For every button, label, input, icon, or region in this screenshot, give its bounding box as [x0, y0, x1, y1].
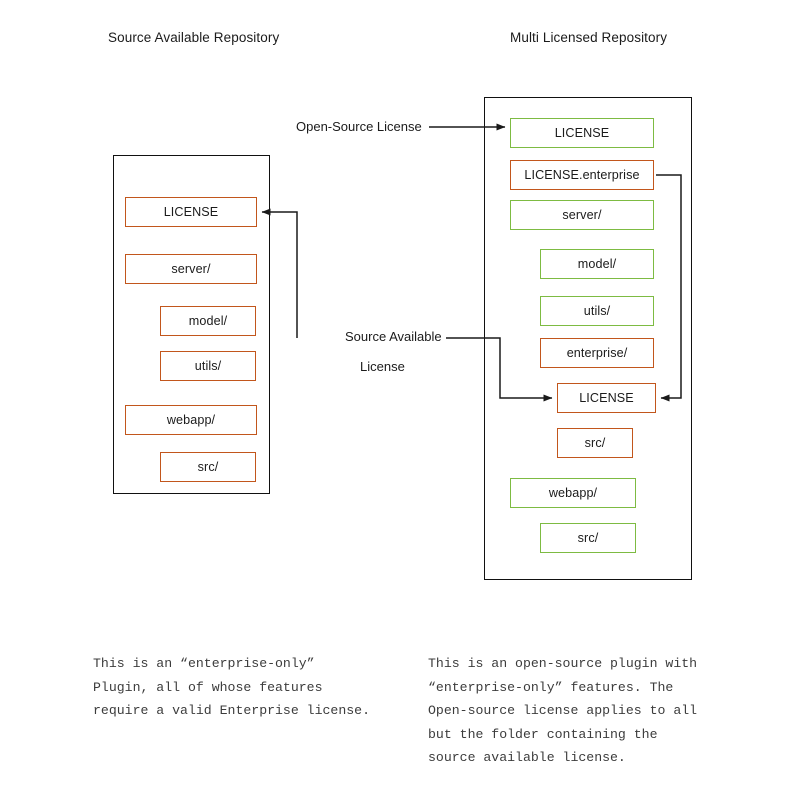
left-file-license[interactable]: LICENSE: [125, 197, 257, 227]
left-file-utils[interactable]: utils/: [160, 351, 256, 381]
right-file-enterprise[interactable]: enterprise/: [540, 338, 654, 368]
right-file-enterprise-src[interactable]: src/: [557, 428, 633, 458]
left-file-model[interactable]: model/: [160, 306, 256, 336]
left-file-server[interactable]: server/: [125, 254, 257, 284]
right-file-server[interactable]: server/: [510, 200, 654, 230]
right-file-license-source-available[interactable]: LICENSE: [557, 383, 656, 413]
right-repository-caption: This is an open-source plugin with “ente…: [428, 656, 698, 765]
edge-label-source-available-line2: License: [356, 359, 409, 374]
edge-label-open-source-license: Open-Source License: [292, 119, 426, 134]
right-file-model[interactable]: model/: [540, 249, 654, 279]
right-file-utils[interactable]: utils/: [540, 296, 654, 326]
right-file-license-enterprise[interactable]: LICENSE.enterprise: [510, 160, 654, 190]
left-repository-caption: This is an “enterprise-only” Plugin, all…: [93, 656, 370, 718]
edge-label-source-available-line1: Source Available: [341, 329, 446, 344]
left-repository-title: Source Available Repository: [108, 30, 280, 45]
right-file-webapp[interactable]: webapp/: [510, 478, 636, 508]
right-file-webapp-src[interactable]: src/: [540, 523, 636, 553]
right-repository-title: Multi Licensed Repository: [510, 30, 668, 45]
left-file-webapp[interactable]: webapp/: [125, 405, 257, 435]
right-file-license-open-source[interactable]: LICENSE: [510, 118, 654, 148]
left-file-src[interactable]: src/: [160, 452, 256, 482]
